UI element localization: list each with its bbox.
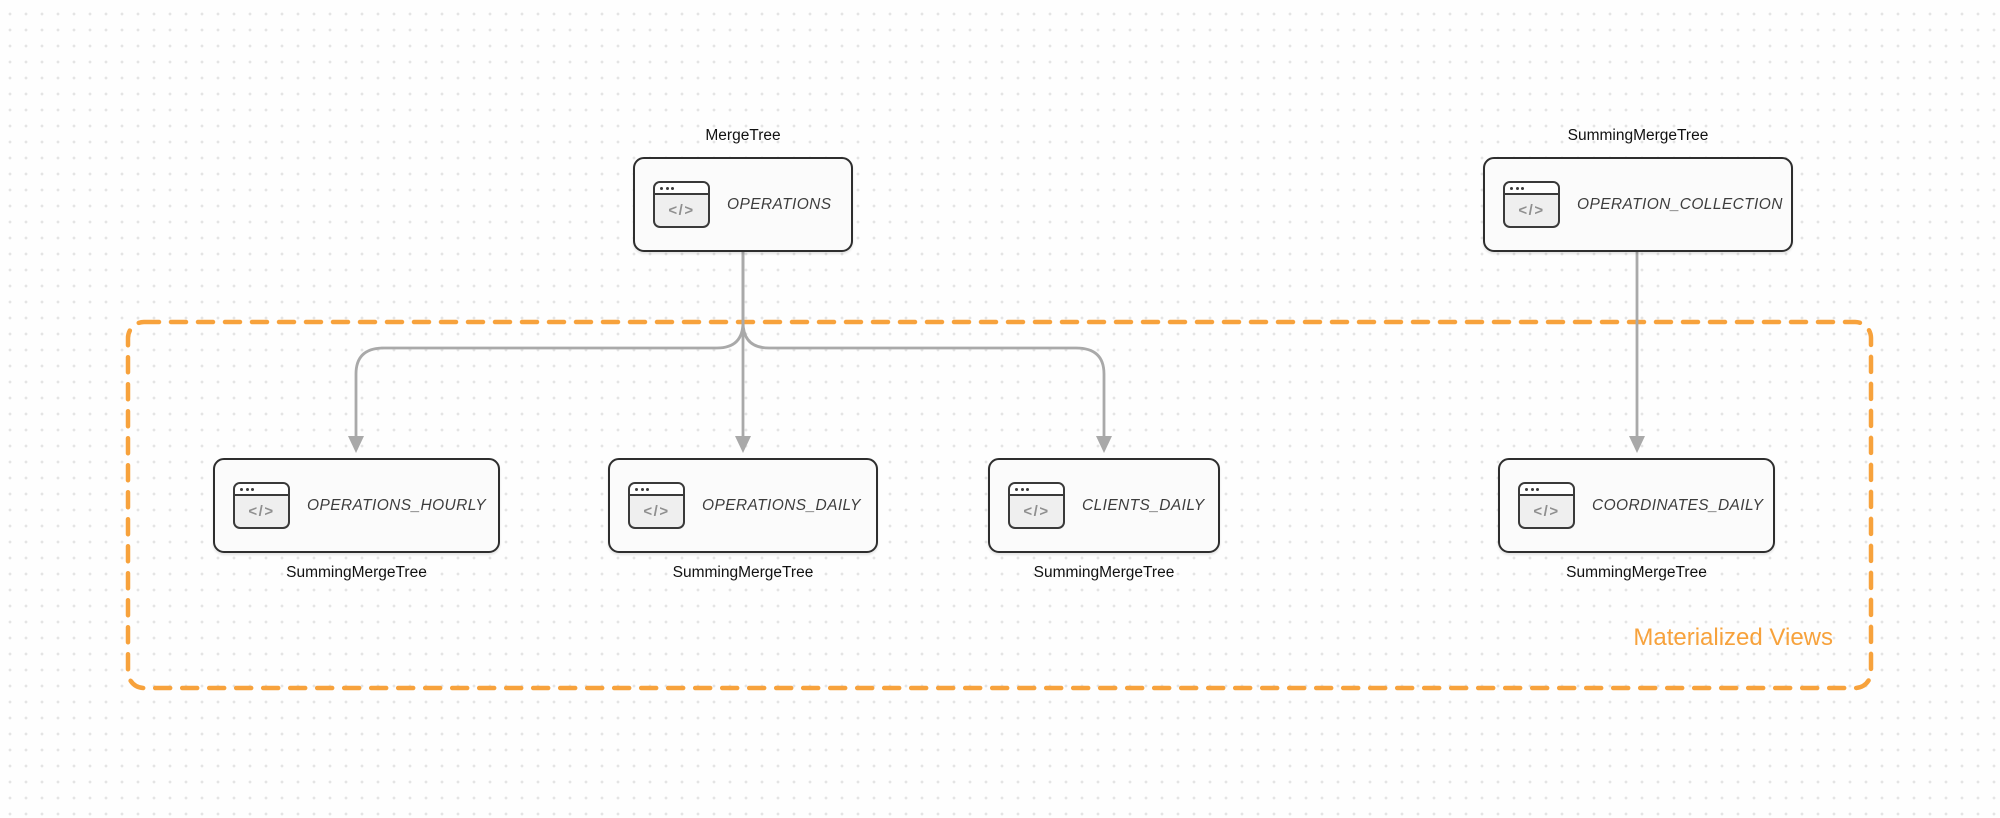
code-window-icon: </> [1008, 482, 1065, 529]
table-name: COORDINATES_DAILY [1592, 496, 1764, 514]
node-box-operations-daily: </> OPERATIONS_DAILY [608, 458, 878, 553]
arrowhead-operations-daily [735, 436, 751, 453]
engine-label: MergeTree [705, 127, 781, 144]
engine-label: SummingMergeTree [286, 564, 427, 581]
window-dots-icon [1520, 484, 1573, 496]
code-glyph: </> [643, 503, 670, 520]
code-window-icon: </> [653, 181, 710, 228]
node-box-clients-daily: </> CLIENTS_DAILY [988, 458, 1220, 553]
materialized-views-group-border [125, 319, 1874, 691]
table-name: CLIENTS_DAILY [1082, 496, 1205, 514]
code-glyph: </> [1518, 202, 1545, 219]
code-glyph: </> [1023, 503, 1050, 520]
node-box-operations-hourly: </> OPERATIONS_HOURLY [213, 458, 500, 553]
table-name: OPERATIONS_HOURLY [307, 496, 487, 514]
table-name: OPERATIONS_DAILY [702, 496, 861, 514]
edge-operations-to-operations-hourly [354, 251, 745, 437]
node-operations-daily: </> OPERATIONS_DAILY SummingMergeTree [608, 458, 878, 581]
arrowhead-operations-hourly [348, 436, 364, 453]
window-dots-icon [1010, 484, 1063, 496]
node-box-operations: </> OPERATIONS [633, 157, 853, 252]
table-name: OPERATION_COLLECTION [1577, 195, 1783, 213]
code-window-icon: </> [628, 482, 685, 529]
code-glyph: </> [248, 503, 275, 520]
engine-label: SummingMergeTree [672, 564, 814, 581]
engine-label: SummingMergeTree [1567, 127, 1709, 144]
arrowhead-clients-daily [1096, 436, 1112, 453]
table-name: OPERATIONS [727, 195, 832, 213]
engine-label: SummingMergeTree [1566, 564, 1707, 581]
arrowhead-coordinates-daily [1629, 436, 1645, 453]
edge-operations-to-clients-daily [741, 251, 1106, 437]
code-glyph: </> [1533, 503, 1560, 520]
engine-label: SummingMergeTree [1033, 564, 1175, 581]
window-dots-icon [1505, 183, 1558, 195]
node-box-operation-collection: </> OPERATION_COLLECTION [1483, 157, 1793, 252]
window-dots-icon [235, 484, 288, 496]
node-operation-collection: SummingMergeTree </> OPERATION_COLLECTIO… [1483, 127, 1793, 252]
node-operations: MergeTree </> OPERATIONS [633, 127, 853, 252]
window-dots-icon [630, 484, 683, 496]
code-window-icon: </> [1518, 482, 1575, 529]
window-dots-icon [655, 183, 708, 195]
node-coordinates-daily: </> COORDINATES_DAILY SummingMergeTree [1498, 458, 1775, 581]
materialized-views-group-label: Materialized Views [1633, 624, 1833, 651]
code-glyph: </> [668, 202, 695, 219]
node-box-coordinates-daily: </> COORDINATES_DAILY [1498, 458, 1775, 553]
node-clients-daily: </> CLIENTS_DAILY SummingMergeTree [988, 458, 1220, 581]
code-window-icon: </> [1503, 181, 1560, 228]
code-window-icon: </> [233, 482, 290, 529]
node-operations-hourly: </> OPERATIONS_HOURLY SummingMergeTree [213, 458, 500, 581]
